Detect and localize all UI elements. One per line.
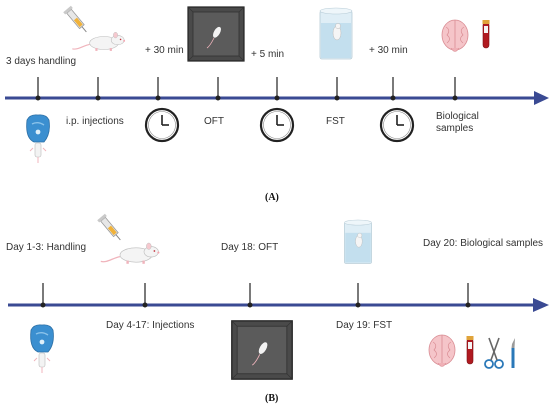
timeline-b-dots xyxy=(40,302,471,308)
scissors-icon xyxy=(484,337,504,369)
water-beaker-mouse-icon xyxy=(319,7,353,60)
label-day-20-biological-samples: Day 20: Biological samples xyxy=(423,238,543,249)
timeline-a-dots xyxy=(35,95,458,101)
water-beaker-mouse-icon xyxy=(343,219,373,264)
blood-tube-icon xyxy=(466,335,474,365)
syringe-rat-icon xyxy=(96,213,161,265)
label-plus-30-min-a: + 30 min xyxy=(145,45,184,56)
clock-icon xyxy=(259,107,295,143)
panel-a: 3 days handling i.p. injections + 30 min… xyxy=(5,5,549,203)
timeline-b-arrowhead xyxy=(533,298,549,312)
open-field-box-icon xyxy=(187,6,245,62)
label-3-days-handling: 3 days handling xyxy=(6,56,76,67)
label-day-18-oft: Day 18: OFT xyxy=(221,242,278,253)
panel-b: Day 1-3: Handling Day 4-17: Injections D… xyxy=(6,213,549,404)
caption-a: (A) xyxy=(265,192,279,203)
label-oft: OFT xyxy=(204,116,224,127)
label-biological: Biological xyxy=(436,111,479,122)
hand-glove-mouse-icon xyxy=(25,114,51,164)
clock-icon xyxy=(144,107,180,143)
label-plus-5-min: + 5 min xyxy=(251,49,284,60)
timeline-a-ticks xyxy=(37,77,456,98)
scalpel-icon xyxy=(511,338,515,368)
label-ip-injections: i.p. injections xyxy=(66,116,124,127)
label-fst: FST xyxy=(326,116,345,127)
blood-tube-icon xyxy=(482,19,490,49)
hand-glove-mouse-icon xyxy=(29,324,55,374)
label-day-4-17-injections: Day 4-17: Injections xyxy=(106,320,194,331)
label-day-19-fst: Day 19: FST xyxy=(336,320,392,331)
label-plus-30-min-b: + 30 min xyxy=(369,45,408,56)
brain-icon xyxy=(441,19,469,52)
clock-icon xyxy=(379,107,415,143)
brain-icon xyxy=(428,334,456,367)
label-samples: samples xyxy=(436,123,473,134)
caption-b: (B) xyxy=(265,393,278,404)
syringe-rat-icon xyxy=(62,5,126,52)
timeline-a-arrowhead xyxy=(534,91,549,105)
label-day-1-3-handling: Day 1-3: Handling xyxy=(6,242,86,253)
timeline-b-ticks xyxy=(42,283,469,305)
open-field-box-icon xyxy=(231,320,293,380)
